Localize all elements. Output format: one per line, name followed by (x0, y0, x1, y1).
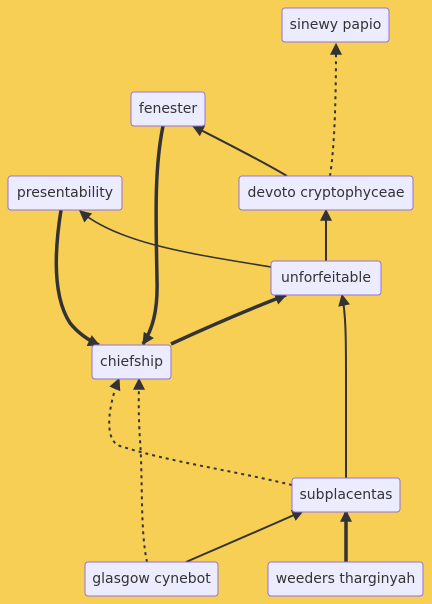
node-presentability[interactable]: presentability (7, 175, 123, 211)
node-fenester[interactable]: fenester (130, 91, 206, 127)
node-label: glasgow cynebot (92, 571, 211, 587)
node-subplacentas[interactable]: subplacentas (291, 477, 401, 513)
edge-subplacentas-to-unforfeitable (338, 293, 350, 478)
edge-devoto-cryptophyceae-to-sinewy-papio (329, 42, 342, 177)
edge-fenester-to-chiefship (141, 125, 165, 346)
node-glasgow-cynebot[interactable]: glasgow cynebot (84, 561, 219, 597)
node-label: unforfeitable (281, 270, 371, 286)
node-label: presentability (17, 185, 113, 201)
node-label: sinewy papio (290, 17, 382, 33)
node-label: fenester (139, 101, 197, 117)
edge-subplacentas-to-chiefship (108, 377, 293, 486)
node-label: subplacentas (300, 487, 393, 503)
edge-chiefship-to-unforfeitable (170, 293, 288, 346)
edge-glasgow-cynebot-to-subplacentas (185, 509, 305, 563)
edge-devoto-cryptophyceae-to-fenester (191, 125, 288, 177)
node-weeders-tharginyah[interactable]: weeders tharginyah (267, 561, 424, 597)
node-unforfeitable[interactable]: unforfeitable (270, 260, 382, 296)
node-chiefship[interactable]: chiefship (91, 344, 172, 380)
node-sinewy-papio[interactable]: sinewy papio (281, 7, 390, 43)
node-label: weeders tharginyah (276, 571, 416, 587)
edge-unforfeitable-to-presentability (79, 210, 272, 268)
edges (54, 42, 352, 563)
node-label: devoto cryptophyceae (247, 185, 404, 201)
edge-presentability-to-chiefship (54, 209, 101, 347)
edge-glasgow-cynebot-to-chiefship (132, 377, 148, 563)
node-label: chiefship (100, 354, 163, 370)
node-devoto-cryptophyceae[interactable]: devoto cryptophyceae (238, 175, 414, 211)
